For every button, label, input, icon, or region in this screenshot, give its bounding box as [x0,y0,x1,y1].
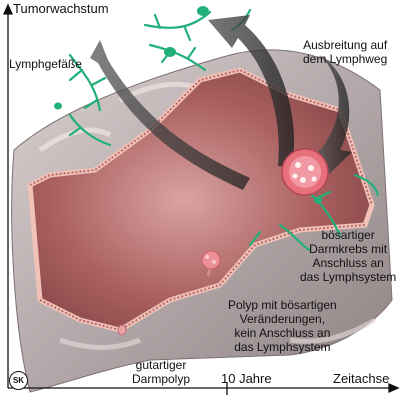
spread-label: Ausbreitung auf dem Lymphweg [303,38,387,66]
lymphvessels-label: Lymphgefäße [9,57,82,71]
benign-polyp-label-line: Darmpolyp [132,372,191,386]
malignant-cancer-label-line: bösartiger [321,228,375,242]
benign-polyp-shape [117,324,127,336]
intestine-fold [289,317,377,344]
lymph-nodes [54,6,322,204]
mucosa-edge-ridge [29,68,373,206]
polyp-changes-label-line: das Lymphsystem [234,340,331,354]
polyp-changes-label-line: kein Anschluss an [234,326,331,340]
growth-arrow-left [90,40,250,190]
polyp-changes-label-line: Polyp mit bösartigen [228,298,337,312]
malignant-tumor-shape [281,148,329,196]
intestine-fold [38,127,112,153]
malignant-cancer-label-line: Darmkrebs mit [309,242,388,256]
artist-signature: SK [9,371,28,390]
mucosa-edge-ridge [39,224,366,332]
x-axis-label: Zeitachse [333,371,390,386]
spread-label-line: Ausbreitung auf [303,38,388,52]
polyp-changes-label: Polyp mit bösartigen Veränderungen, kein… [228,298,337,354]
growth-arrow-right [208,15,295,168]
lymph-spread-arrow [318,55,352,178]
x-tick-label: 10 Jahre [221,371,272,386]
polyp-changes-label-line: Veränderungen, [239,312,326,326]
benign-polyp-label: gutartiger Darmpolyp [132,358,190,386]
polyp-malignant-shape [201,250,221,277]
axes [2,3,400,395]
malignant-cancer-label-line: das Lymphsystem [300,270,397,284]
intestine-fold [59,337,141,350]
malignant-cancer-label-line: Anschluss an [312,256,384,270]
benign-polyp-label-line: gutartiger [135,358,187,372]
malignant-cancer-label: bösartiger Darmkrebs mit Anschluss an da… [300,228,396,284]
spread-label-line: dem Lymphweg [303,52,388,66]
y-axis-label: Tumorwachstum [13,1,109,16]
